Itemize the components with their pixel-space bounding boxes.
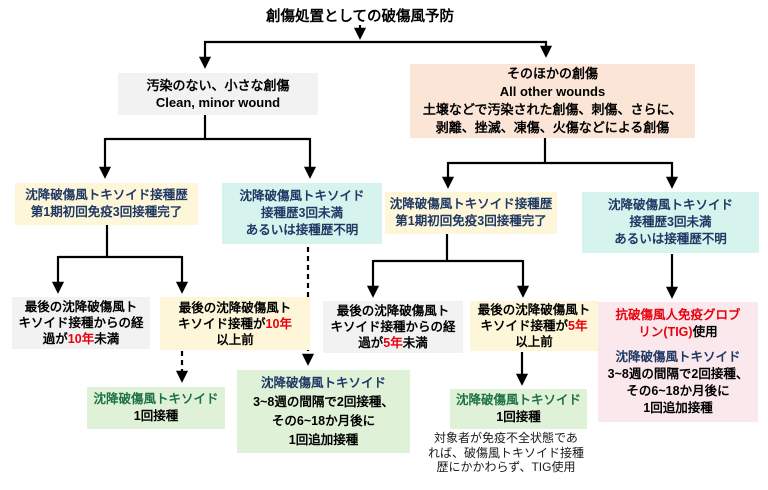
node-clean-minor-wound: 汚染のない、小さな創傷 Clean, minor wound — [118, 73, 318, 115]
node-line: そのほかの創傷 — [506, 66, 598, 81]
text-segment: キソイド接種が — [480, 319, 569, 333]
flowchart-title: 創傷処置としての破傷風予防 — [265, 9, 455, 25]
node-line: 以上前 — [216, 332, 254, 347]
node-line: 沈降破傷風トキソイド接種歴 — [389, 197, 553, 211]
solid-connectors — [51, 25, 679, 386]
node-line: 過が5年未満 — [358, 335, 427, 351]
node-line: その6~18か月後に — [271, 413, 376, 428]
years-highlight: 5年 — [568, 319, 588, 333]
text-segment: 過が — [42, 332, 68, 346]
node-line: 沈降破傷風トキソイド — [607, 198, 733, 212]
node-line: 最後の沈降破傷風ト — [477, 303, 591, 317]
text-segment: 使用 — [692, 325, 718, 339]
node-line: 剥離、挫滅、凍傷、火傷などによる創傷 — [435, 120, 670, 135]
node-toxoid-series-mid: 沈降破傷風トキソイド 3~8週の間隔で2回接種、 その6~18か月後に 1回追加… — [237, 370, 410, 453]
node-line: 沈降破傷風トキソイド — [93, 392, 219, 406]
node-line: リン(TIG)使用 — [638, 324, 717, 341]
node-line: 最後の沈降破傷風ト — [24, 300, 138, 314]
node-line: 最後の沈降破傷風ト — [178, 300, 292, 315]
node-line: 3~8週の間隔で2回接種、 — [607, 367, 749, 381]
node-line: 第1期初回免疫3回接種完了 — [395, 214, 547, 228]
text-segment: 未満 — [94, 332, 120, 346]
note-line: れば、破傷風トキソイド接種 — [427, 445, 584, 460]
node-line: 沈降破傷風トキソイド — [239, 189, 365, 203]
node-line: 1回追加接種 — [288, 432, 359, 447]
tig-highlight: リン(TIG) — [638, 325, 693, 339]
node-line: キソイド接種が10年 — [178, 316, 292, 332]
node-line: Clean, minor wound — [155, 95, 281, 110]
node-line: その6~18か月後に — [626, 384, 730, 398]
node-line: あるいは接種歴不明 — [614, 232, 727, 246]
node-last-dose-under-5y: 最後の沈降破傷風ト キソイド接種からの経 過が5年未満 — [323, 301, 463, 353]
node-line: キソイド接種が5年 — [481, 318, 588, 334]
node-line: 1回接種 — [133, 409, 179, 423]
text-segment: 未満 — [402, 336, 428, 350]
node-line: 接種歴3回未満 — [629, 215, 712, 229]
node-line: 1回追加接種 — [643, 401, 713, 415]
node-all-other-wounds: そのほかの創傷 All other wounds 土壌などで汚染された創傷、刺傷… — [410, 64, 695, 138]
node-toxoid-single-dose-right: 沈降破傷風トキソイド 1回接種 — [450, 389, 587, 429]
node-toxoid-single-dose-left: 沈降破傷風トキソイド 1回接種 — [87, 387, 225, 429]
node-line: 接種歴3回未満 — [261, 206, 343, 220]
node-toxoid-under3-or-unknown-left: 沈降破傷風トキソイド 接種歴3回未満 あるいは接種歴不明 — [222, 183, 382, 244]
node-line: キソイド接種からの経 — [18, 316, 144, 330]
text-segment: 過が — [358, 336, 384, 350]
note-line: 歴にかかわらず、TIG使用 — [436, 460, 576, 474]
node-last-dose-over-5y: 最後の沈降破傷風ト キソイド接種が5年 以上前 — [470, 301, 598, 351]
node-line: 沈降破傷風トキソイド — [455, 393, 581, 407]
node-line: 最後の沈降破傷風ト — [336, 304, 450, 318]
node-last-dose-under-10y: 最後の沈降破傷風ト キソイド接種からの経 過が10年未満 — [12, 297, 150, 349]
node-line: 3~8週の間隔で2回接種、 — [253, 394, 394, 409]
years-highlight: 5年 — [383, 336, 403, 350]
node-line: 沈降破傷風トキソイド — [615, 350, 741, 364]
years-highlight: 10年 — [265, 316, 292, 331]
node-toxoid-under3-or-unknown-right: 沈降破傷風トキソイド 接種歴3回未満 あるいは接種歴不明 — [582, 192, 759, 253]
node-toxoid-3doses-complete-left: 沈降破傷風トキソイド接種歴 第1期初回免疫3回接種完了 — [15, 183, 198, 225]
node-line: 汚染のない、小さな創傷 — [146, 78, 290, 93]
node-line: 抗破傷風人免疫グロブ — [615, 308, 741, 322]
years-highlight: 10年 — [67, 332, 95, 346]
node-line: キソイド接種からの経 — [330, 320, 456, 334]
node-line: 過が10年未満 — [43, 331, 119, 347]
node-toxoid-3doses-complete-right: 沈降破傷風トキソイド接種歴 第1期初回免疫3回接種完了 — [385, 192, 557, 234]
node-line: All other wounds — [499, 84, 606, 99]
note-line: 対象者が免疫不全状態であ — [434, 431, 578, 445]
node-line: 沈降破傷風トキソイド — [260, 375, 386, 390]
node-line: 沈降破傷風トキソイド接種歴 — [25, 188, 188, 202]
note-immunodeficiency: 対象者が免疫不全状態であ れば、破傷風トキソイド接種 歴にかかわらず、TIG使用 — [400, 431, 612, 475]
text-segment: キソイド接種が — [178, 316, 266, 331]
node-line: あるいは接種歴不明 — [245, 223, 359, 237]
node-line: 第1期初回免疫3回接種完了 — [30, 205, 183, 219]
node-line: 1回接種 — [496, 410, 541, 424]
node-line: 土壌などで汚染された創傷、刺傷、さらに、 — [422, 102, 683, 117]
node-line: 以上前 — [515, 335, 553, 349]
node-last-dose-over-10y: 最後の沈降破傷風ト キソイド接種が10年 以上前 — [160, 297, 310, 350]
node-tig-plus-toxoid-series: 抗破傷風人免疫グロブ リン(TIG)使用 沈降破傷風トキソイド 3~8週の間隔で… — [598, 302, 758, 422]
